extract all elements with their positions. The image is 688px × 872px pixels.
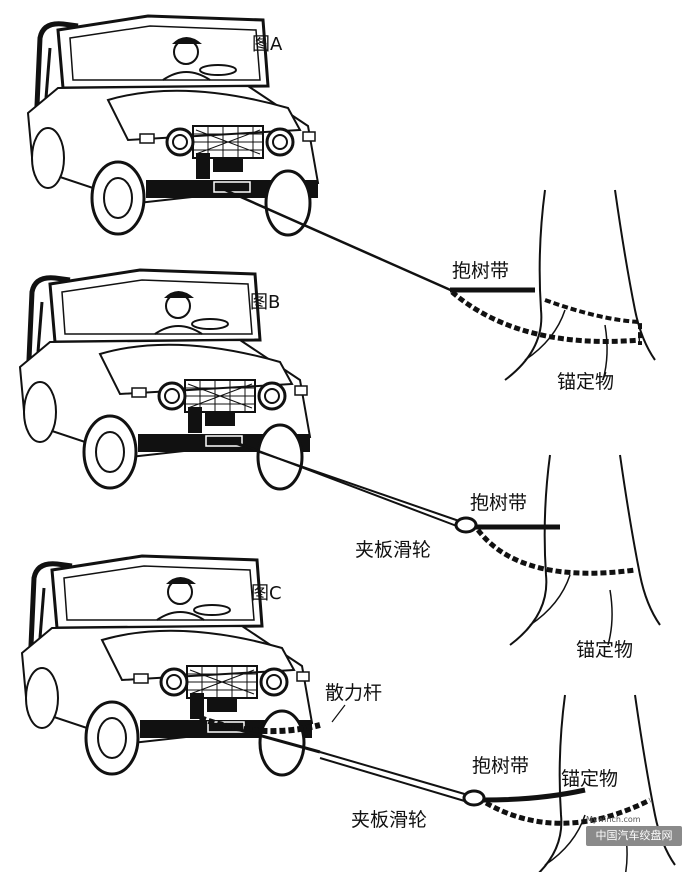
strap-loop-figure-b — [476, 528, 636, 576]
winch-cable-c-2 — [319, 757, 469, 803]
strap-loop-figure-c — [484, 797, 652, 826]
anchor-label-figure-b: 锚定物 — [576, 639, 634, 661]
snatch-block-figure-c — [462, 789, 486, 807]
figure-c-label: 图C — [251, 583, 282, 604]
figure-b-label: 图B — [250, 292, 281, 313]
tree-anchor-figure-b — [509, 454, 661, 646]
anchor-label-figure-c: 锚定物 — [561, 768, 619, 790]
tree-anchor-figure-a — [504, 189, 656, 381]
winch-cable-c-1 — [319, 751, 469, 796]
bar-label-figure-c: 散力杆 — [325, 682, 383, 704]
winch-cable-b-2 — [234, 441, 463, 529]
anchor-label-figure-a: 锚定物 — [557, 371, 615, 393]
watermark-url: Mywinch.com — [586, 815, 641, 824]
watermark-site-badge: 中国汽车绞盘网 — [586, 826, 682, 846]
pulley-label-figure-b: 夹板滑轮 — [355, 539, 432, 561]
strap-label-figure-b: 抱树带 — [470, 492, 528, 514]
strap-loop-figure-a — [450, 290, 641, 344]
snatch-block-figure-b — [454, 516, 478, 534]
spreader-chain-figure-c — [198, 715, 321, 735]
strap-label-figure-a: 抱树带 — [452, 260, 510, 282]
strap-figure-c — [483, 787, 586, 803]
pulley-label-figure-c: 夹板滑轮 — [351, 809, 428, 831]
figure-a-label: 图A — [252, 34, 283, 55]
strap-label-figure-c: 抱树带 — [472, 755, 530, 777]
winch-cable-figure-a — [224, 188, 456, 294]
spreader-bar-figure-c — [239, 728, 321, 754]
